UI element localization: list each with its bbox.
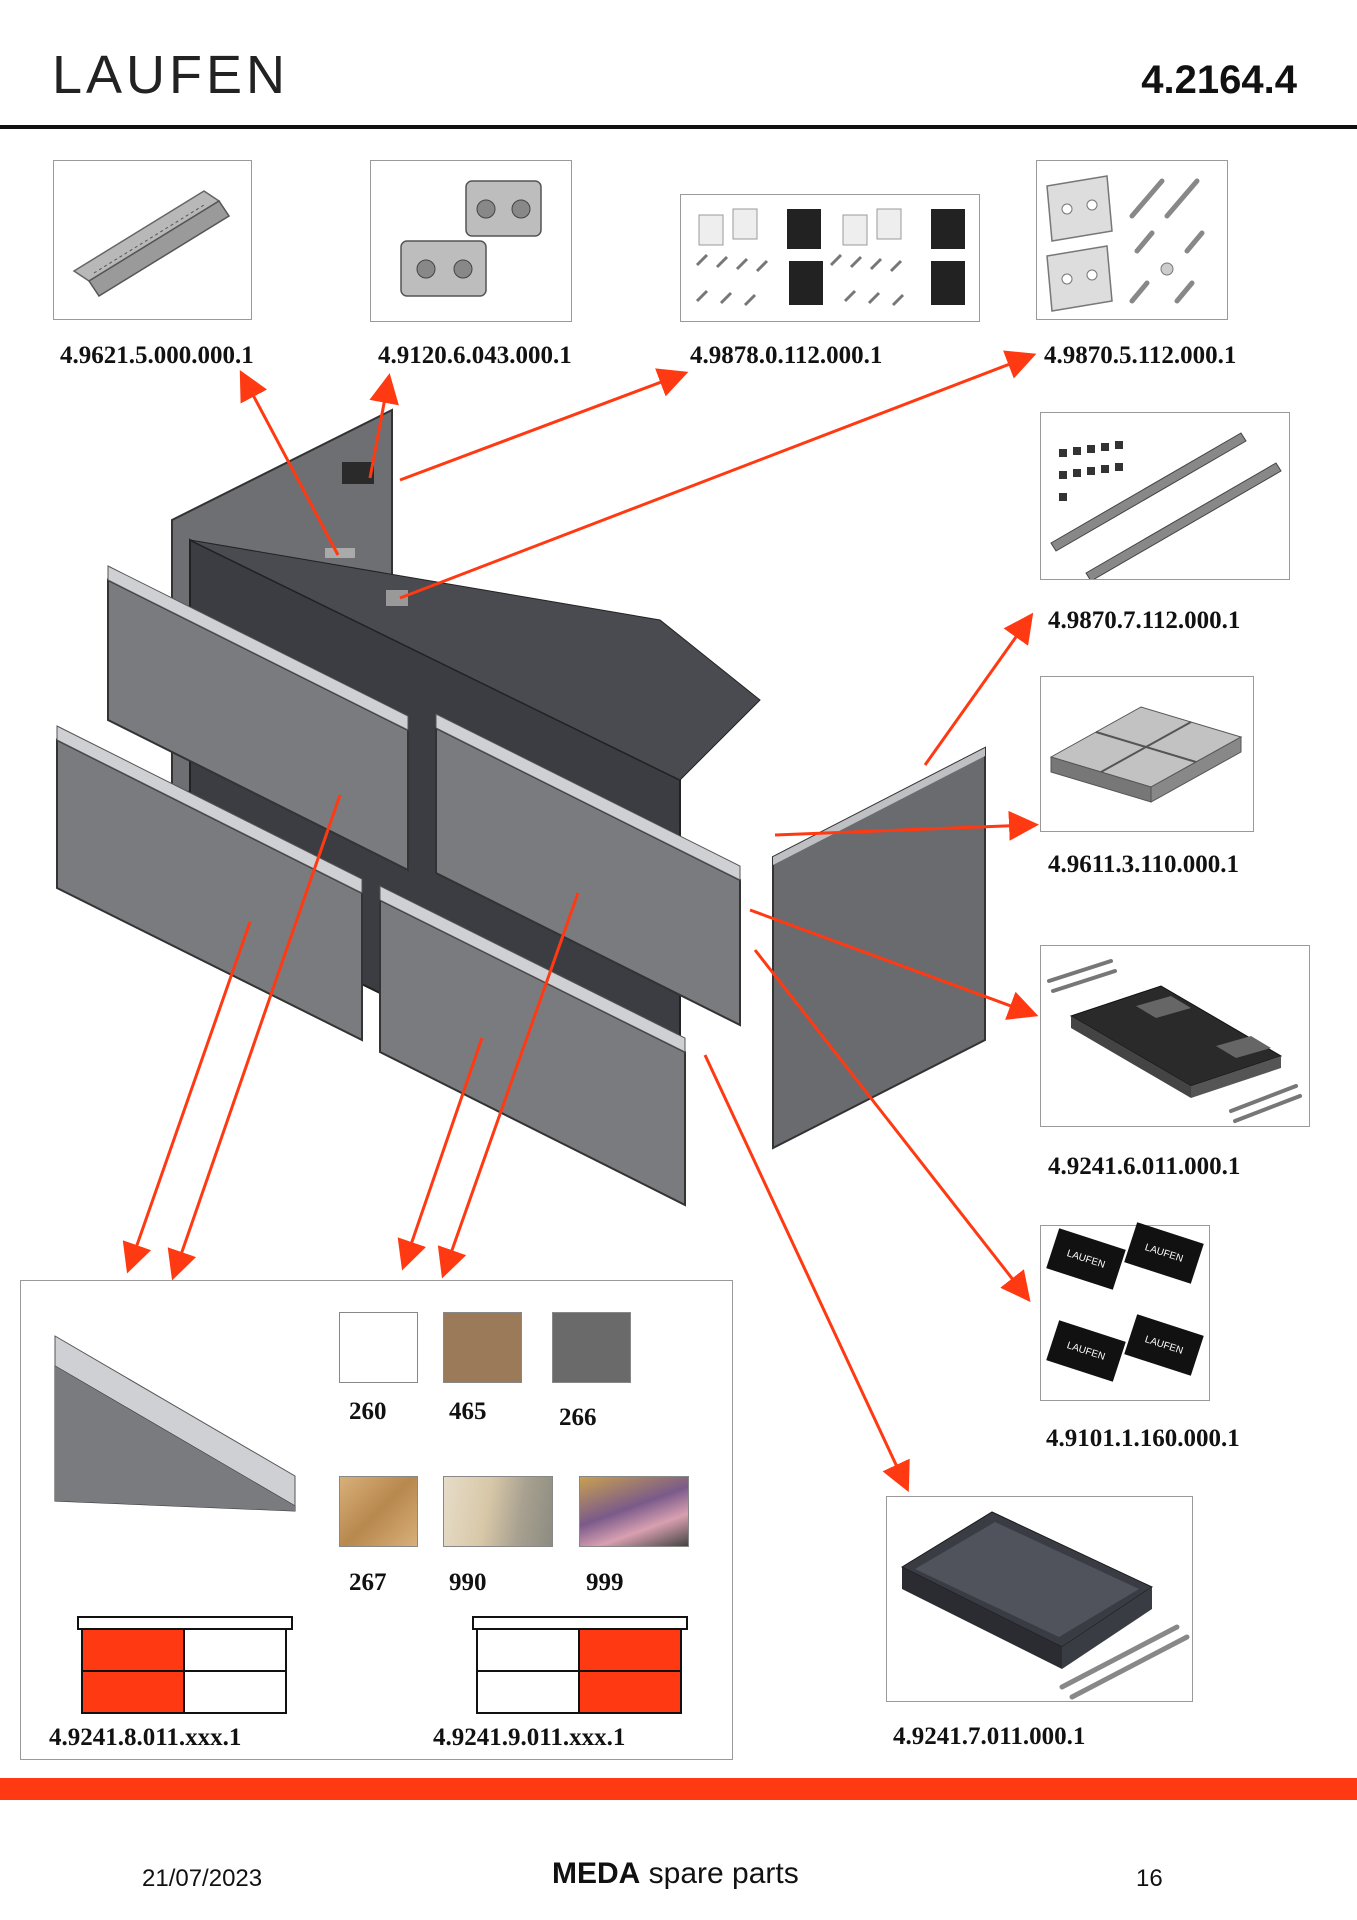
part-number: 4.9241.8.011.xxx.1 xyxy=(49,1724,242,1751)
part-number: 4.9241.9.011.xxx.1 xyxy=(433,1724,626,1751)
footer-title: MEDA spare parts xyxy=(552,1857,799,1891)
thumb-drawer-box xyxy=(886,1496,1193,1702)
swatch-465 xyxy=(443,1312,522,1383)
thumb-fixing-kit xyxy=(680,194,980,322)
swatch-999 xyxy=(579,1476,689,1547)
swatch-990 xyxy=(443,1476,553,1547)
thumb-wall-brackets xyxy=(1036,160,1228,320)
swatch-label: 999 xyxy=(586,1569,624,1596)
part-number: 4.9878.0.112.000.1 xyxy=(690,342,883,369)
swatch-260 xyxy=(339,1312,418,1383)
header-rule xyxy=(0,125,1357,129)
footer-date: 21/07/2023 xyxy=(142,1865,263,1892)
thumb-drawer-runner xyxy=(53,160,252,320)
part-number: 4.9870.7.112.000.1 xyxy=(1048,607,1241,634)
part-number: 4.9611.3.110.000.1 xyxy=(1048,851,1239,878)
position-diagram-right xyxy=(472,1616,688,1714)
footer-page-number: 16 xyxy=(1136,1865,1163,1892)
swatch-label: 260 xyxy=(349,1398,387,1425)
swatch-266 xyxy=(552,1312,631,1383)
part-number: 4.9241.6.011.000.1 xyxy=(1048,1153,1241,1180)
part-number: 4.9870.5.112.000.1 xyxy=(1044,342,1237,369)
part-number: 4.9120.6.043.000.1 xyxy=(378,342,572,369)
brand-logo: LAUFEN xyxy=(52,45,290,105)
part-number: 4.9101.1.160.000.1 xyxy=(1046,1425,1240,1452)
thumb-drawer-divider xyxy=(1040,676,1254,832)
thumb-drawer-organizer xyxy=(1040,945,1310,1127)
thumb-hinge-brackets xyxy=(370,160,572,322)
front-panel-illustration xyxy=(54,1335,296,1512)
thumb-logo-labels: LAUFEN LAUFEN LAUFEN LAUFEN xyxy=(1040,1222,1210,1401)
swatch-label: 990 xyxy=(449,1569,487,1596)
part-number: 4.9241.7.011.000.1 xyxy=(893,1723,1086,1750)
swatch-label: 266 xyxy=(559,1404,597,1431)
document-number: 4.2164.4 xyxy=(1141,58,1297,102)
front-panel-options-box: 260 465 266 267 990 999 4.9241.8.011.xxx… xyxy=(20,1280,733,1760)
position-diagram-left xyxy=(77,1616,293,1714)
swatch-267 xyxy=(339,1476,418,1547)
swatch-label: 267 xyxy=(349,1569,387,1596)
footer-title-rest: spare parts xyxy=(640,1857,799,1890)
thumb-rails-and-caps xyxy=(1040,412,1290,582)
part-number: 4.9621.5.000.000.1 xyxy=(60,342,254,369)
accent-band xyxy=(0,1778,1357,1800)
swatch-label: 465 xyxy=(449,1398,487,1425)
footer-title-bold: MEDA xyxy=(552,1857,641,1890)
